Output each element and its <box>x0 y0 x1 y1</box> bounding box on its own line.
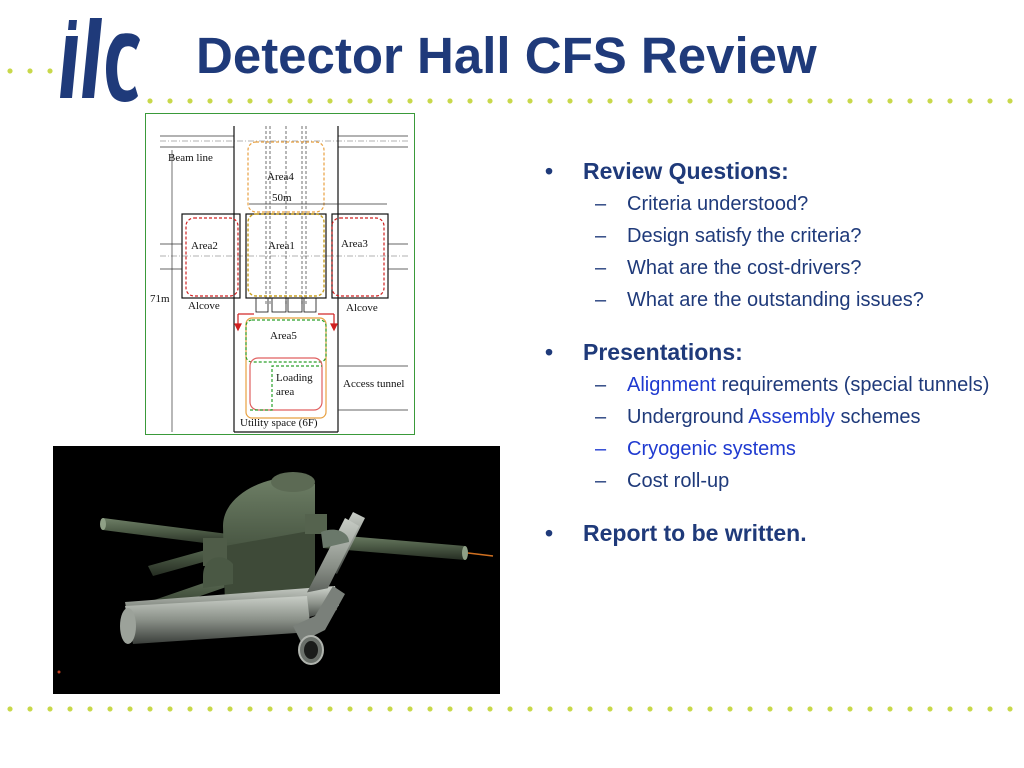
sub-bullet-cryogenic: – Cryogenic systems <box>545 436 995 462</box>
report-text: Report to be written. <box>583 520 807 546</box>
alcove-right-label: Alcove <box>346 302 378 314</box>
sub-bullet-criteria: – Criteria understood? <box>545 191 995 217</box>
review-item-criteria: Criteria understood? <box>627 193 809 215</box>
review-item-outstanding: What are the outstanding issues? <box>627 289 924 311</box>
assembly-text-post: schemes <box>834 406 921 428</box>
bullet-marker: • <box>545 158 554 184</box>
slide-title: Detector Hall CFS Review <box>196 27 817 84</box>
assembly-link[interactable]: Assembly <box>748 406 835 428</box>
loading-area-label-line2: area <box>276 386 294 398</box>
sub-bullet-marker: – <box>595 257 607 279</box>
sub-bullet-outstanding: – What are the outstanding issues? <box>545 287 995 313</box>
access-tunnel-label: Access tunnel <box>343 378 404 390</box>
width-dimension-label: 50m <box>272 192 292 204</box>
bullet-marker: • <box>545 339 554 365</box>
area3-label: Area3 <box>341 238 368 250</box>
area2-label: Area2 <box>191 240 218 252</box>
bullet-marker: • <box>545 520 554 546</box>
detector-hall-3d-render <box>53 446 500 694</box>
sub-bullet-marker: – <box>595 289 607 311</box>
cost-rollup-text: Cost roll-up <box>627 470 730 492</box>
sub-bullet-marker: – <box>595 225 607 247</box>
alignment-text: requirements (special tunnels) <box>715 374 990 396</box>
sub-bullet-marker: – <box>595 438 607 460</box>
sub-bullet-marker: – <box>595 374 607 396</box>
bullet-presentations: • Presentations: <box>545 339 995 366</box>
alignment-link[interactable]: Alignment <box>627 374 716 396</box>
sub-bullet-alignment: – Alignment requirements (special tunnel… <box>545 372 995 398</box>
sub-bullet-cost-rollup: – Cost roll-up <box>545 468 995 494</box>
ilc-logo <box>60 14 142 106</box>
sub-bullet-marker: – <box>595 470 607 492</box>
area5-label: Area5 <box>270 330 297 342</box>
review-item-design: Design satisfy the criteria? <box>627 225 862 247</box>
area1-label: Area1 <box>268 240 295 252</box>
sub-bullet-marker: – <box>595 193 607 215</box>
utility-space-label: Utility space (6F) <box>240 417 318 429</box>
top-dot-line-left <box>0 67 60 75</box>
review-item-cost-drivers: What are the cost-drivers? <box>627 257 862 279</box>
review-questions-heading: Review Questions: <box>583 158 789 184</box>
detector-hall-diagram: Beam line Area4 50m Area2 Area1 Area3 71… <box>145 113 415 435</box>
height-dimension-label: 71m <box>150 293 170 305</box>
bottom-dot-line <box>0 705 1024 713</box>
alcove-left-label: Alcove <box>188 300 220 312</box>
beam-line-label: Beam line <box>168 152 213 164</box>
sub-bullet-design: – Design satisfy the criteria? <box>545 223 995 249</box>
sub-bullet-cost-drivers: – What are the cost-drivers? <box>545 255 995 281</box>
cryogenic-systems-link[interactable]: Cryogenic systems <box>627 438 796 460</box>
bullet-report: • Report to be written. <box>545 520 995 547</box>
area4-label: Area4 <box>267 171 294 183</box>
bullet-list: • Review Questions: – Criteria understoo… <box>545 158 995 547</box>
top-dot-line <box>140 97 1024 105</box>
presentations-heading: Presentations: <box>583 339 743 365</box>
assembly-text-pre: Underground <box>627 406 749 428</box>
sub-bullet-assembly: – Underground Assembly schemes <box>545 404 995 430</box>
sub-bullet-marker: – <box>595 406 607 428</box>
bullet-review-questions: • Review Questions: <box>545 158 995 185</box>
loading-area-label-line1: Loading <box>276 372 313 384</box>
